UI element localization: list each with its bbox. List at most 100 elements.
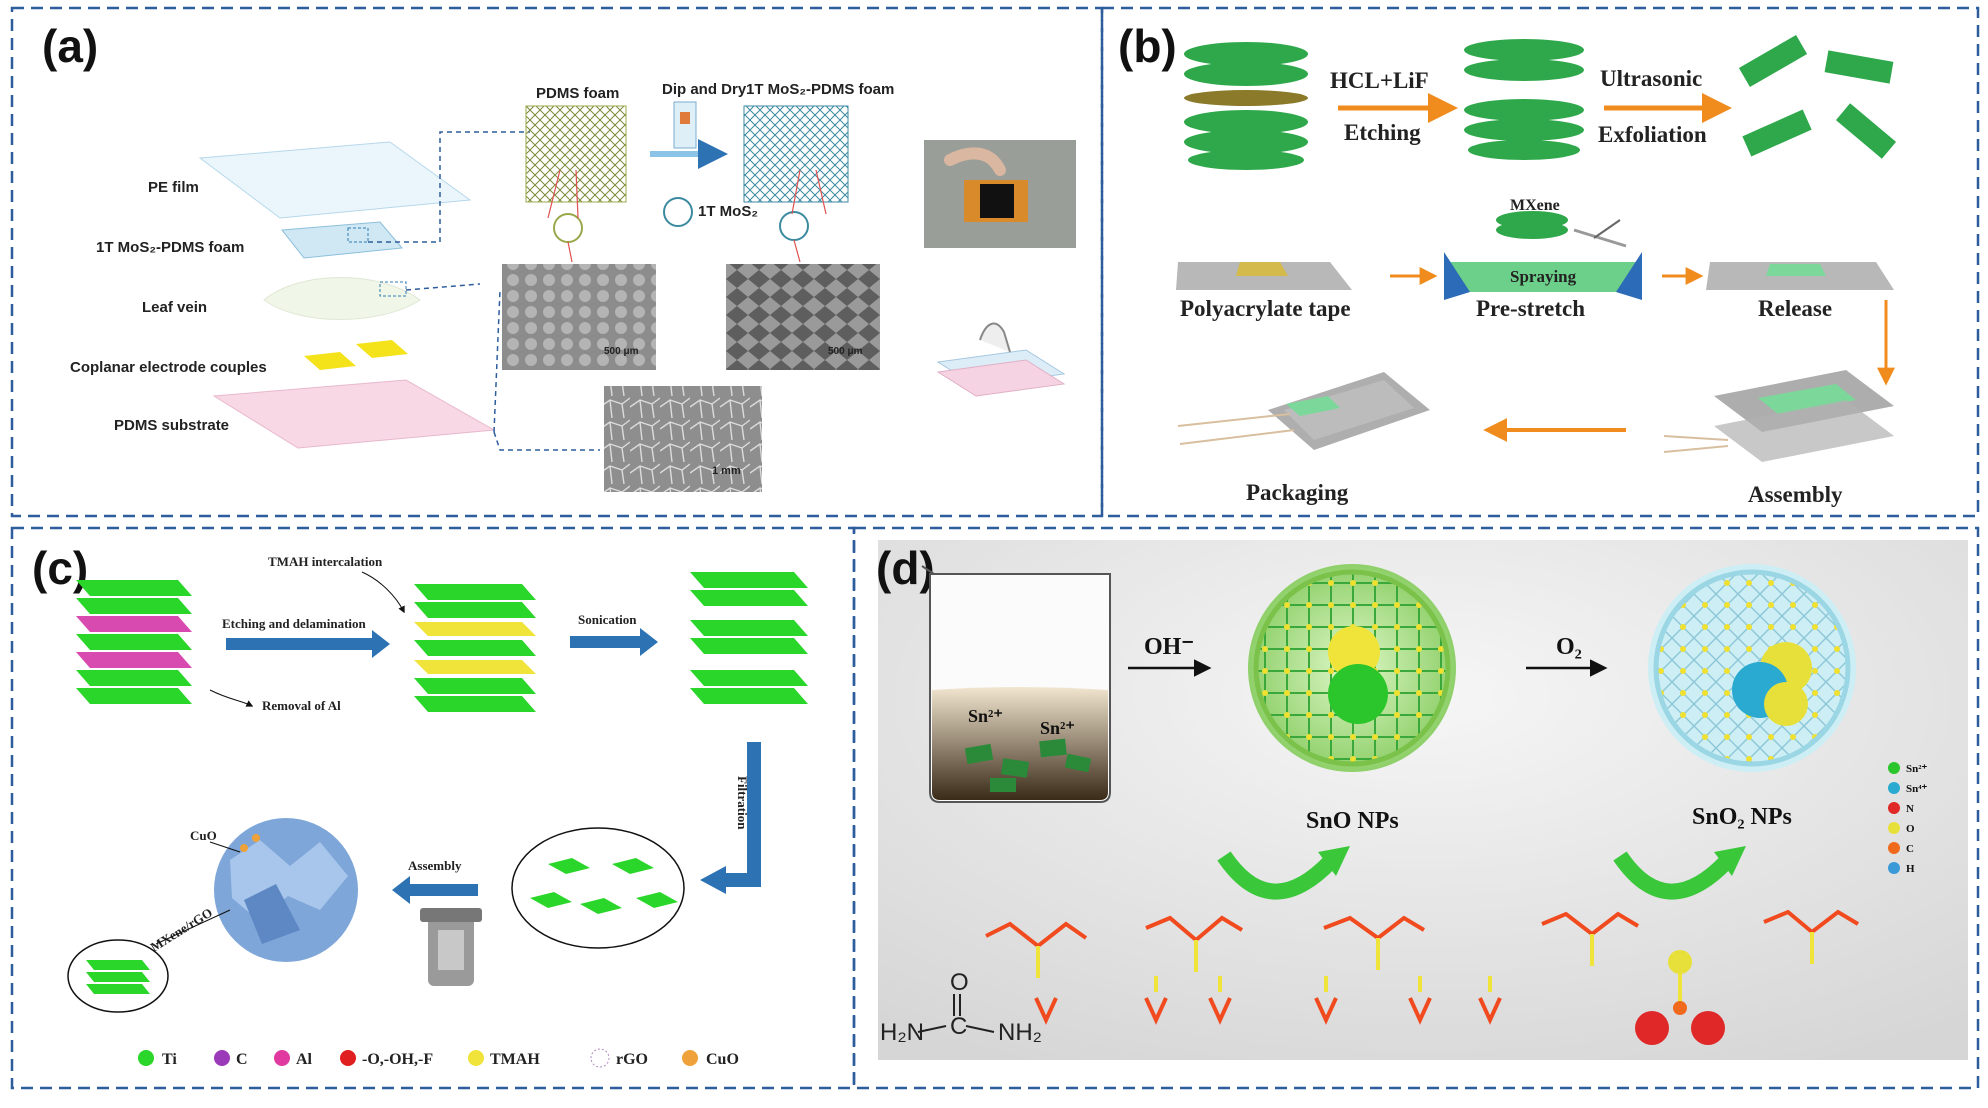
cuo-label: CuO xyxy=(190,828,217,843)
mxene-multilayer xyxy=(1464,39,1584,160)
etching-label: Etching xyxy=(1344,120,1421,145)
arrow-sonication xyxy=(570,628,658,656)
spraying-label: Spraying xyxy=(1510,267,1577,286)
panel-b-frame xyxy=(1100,6,1980,518)
etching-delamination-label: Etching and delamination xyxy=(222,616,367,631)
intercalated-stack xyxy=(414,584,536,712)
sn-ion-label-2: Sn²⁺ xyxy=(1040,718,1075,738)
panel-frames xyxy=(10,6,1980,1090)
scale-bar-3: 1 mm xyxy=(712,465,741,477)
max-stack-c xyxy=(76,580,192,704)
sno-lattice xyxy=(1248,564,1456,772)
sonication-label: Sonication xyxy=(578,612,637,627)
phosphate-molecule xyxy=(1635,950,1725,1045)
assembly-label: Assembly xyxy=(408,858,462,873)
urea-formula xyxy=(917,994,995,1033)
sno2-np-label: SnO₂ NPs xyxy=(1692,804,1792,830)
legend-ti: Ti xyxy=(162,1051,177,1068)
panel-c: (c) Etching and delamination Removal of … xyxy=(32,542,808,1068)
legend-c-element: C xyxy=(236,1051,248,1068)
legend-sn4: Sn⁴⁺ xyxy=(1906,783,1928,795)
mxene-label: MXene xyxy=(1510,197,1560,214)
filtration-label: Filtration xyxy=(735,776,750,830)
panel-b-letter: (b) xyxy=(1118,20,1177,72)
urea-o: O xyxy=(950,969,969,996)
urea-h2n: H₂N xyxy=(880,1019,924,1046)
cuo-mxene-sphere xyxy=(214,818,358,962)
panel-a: (a) PE film 1T MoS₂-PDMS foam Leaf vein … xyxy=(42,20,1076,492)
layer-label-leaf-vein: Leaf vein xyxy=(142,299,207,316)
sno2-lattice xyxy=(1648,564,1856,772)
pdms-foam-image xyxy=(525,105,627,203)
flow-label-pre-stretch: Pre-stretch xyxy=(1476,296,1585,321)
ultrasonic-label: Ultrasonic xyxy=(1600,66,1702,91)
mos2-molecule xyxy=(663,197,693,227)
legend-n: N xyxy=(1906,803,1914,815)
legend-c: C xyxy=(1906,843,1914,855)
layer-label-pe-film: PE film xyxy=(148,179,199,196)
removal-al-label: Removal of Al xyxy=(262,698,341,713)
electrode-left xyxy=(304,352,356,370)
legend-oh-f: -O,-OH,-F xyxy=(362,1051,433,1068)
sem-image-pdms-foam xyxy=(502,264,656,370)
panel-d-frame xyxy=(852,526,1980,1090)
flow-label-release: Release xyxy=(1758,296,1832,321)
legend-al: Al xyxy=(296,1051,313,1068)
exfoliation-label: Exfoliation xyxy=(1598,122,1707,147)
pe-film-layer xyxy=(198,141,472,219)
sno-curve-arrow xyxy=(1217,851,1336,900)
legend-sn2: Sn²⁺ xyxy=(1906,763,1928,775)
pdms-foam-label: PDMS foam xyxy=(536,85,619,102)
sno-np-label: SnO NPs xyxy=(1306,808,1399,834)
layer-label-electrodes: Coplanar electrode couples xyxy=(70,359,267,376)
mxene-flakes xyxy=(1738,34,1897,159)
mos2-foam-image xyxy=(743,105,849,203)
foam-result-label: 1T MoS₂-PDMS foam xyxy=(746,81,894,98)
hydroxide-label: OH⁻ xyxy=(1144,634,1194,660)
layer-label-substrate: PDMS substrate xyxy=(114,417,229,434)
legend-d: Sn²⁺ Sn⁴⁺ N O C H xyxy=(1888,762,1928,875)
foam-layer xyxy=(281,221,403,259)
beaker xyxy=(921,565,1111,803)
flow-label-assembly: Assembly xyxy=(1748,482,1843,507)
sem-image-leaf-vein xyxy=(604,386,762,492)
urea-molecules xyxy=(985,909,1860,1025)
delaminated-stack xyxy=(690,572,808,704)
electrode-right xyxy=(356,340,408,358)
flow-label-polyacrylate: Polyacrylate tape xyxy=(1180,296,1351,321)
legend-c: Ti C Al -O,-OH,-F TMAH rGO CuO xyxy=(138,1048,739,1068)
mos2-label: 1T MoS₂ xyxy=(698,203,758,220)
panel-a-letter: (a) xyxy=(42,20,98,72)
sem-image-mos2-foam xyxy=(726,264,880,370)
leaf-vein-layer xyxy=(263,277,421,320)
touch-illustration xyxy=(936,322,1066,397)
layer-label-foam: 1T MoS₂-PDMS foam xyxy=(96,239,244,256)
pdms-substrate-layer xyxy=(212,379,496,449)
arrow-etching xyxy=(226,630,390,658)
sno2-curve-arrow xyxy=(1613,851,1732,900)
legend-h: H xyxy=(1906,863,1915,875)
sn-ion-label-1: Sn²⁺ xyxy=(968,706,1003,726)
max-phase-stack xyxy=(1184,42,1308,170)
mxene-rgo-label: MXene/rGO xyxy=(148,905,215,955)
legend-tmah: TMAH xyxy=(490,1051,540,1068)
scale-bar-2: 500 μm xyxy=(828,346,863,357)
tmah-intercalation-label: TMAH intercalation xyxy=(268,554,383,569)
panel-b: (b) HCL+LiF Etching Ultrasonic Exfoliati… xyxy=(1118,20,1897,507)
panel-c-letter: (c) xyxy=(32,542,88,594)
pdms-unit-cell xyxy=(553,213,583,243)
legend-rgo: rGO xyxy=(616,1051,648,1068)
dip-and-dry-label: Dip and Dry xyxy=(662,81,747,98)
oxygen-label: O₂ xyxy=(1556,634,1582,660)
legend-o: O xyxy=(1906,823,1915,835)
reagent-label: HCL+LiF xyxy=(1330,68,1429,93)
packaging-device xyxy=(1177,372,1430,450)
dip-beaker xyxy=(673,101,697,149)
assembly-device xyxy=(1663,370,1894,462)
legend-cuo: CuO xyxy=(706,1051,739,1068)
autoclave xyxy=(420,908,482,986)
urea-c: C xyxy=(950,1013,967,1040)
flow-label-packaging: Packaging xyxy=(1246,480,1349,505)
pre-stretch-device xyxy=(1444,211,1642,300)
arrow-filtration xyxy=(724,742,761,887)
